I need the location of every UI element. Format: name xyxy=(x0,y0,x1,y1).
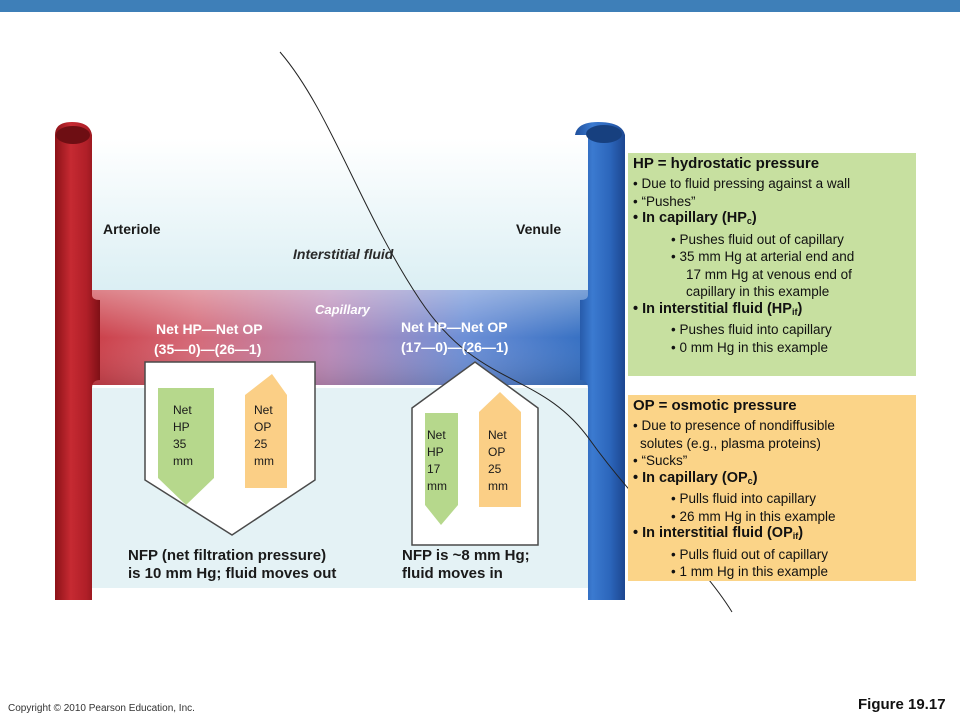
venule-label: Venule xyxy=(516,221,562,237)
arteriole-label: Arteriole xyxy=(103,221,161,237)
interstitial-fluid-upper xyxy=(90,138,590,298)
op-line: • In capillary (OPc) xyxy=(633,469,758,486)
right-op-arrow xyxy=(479,392,521,507)
hp-line: • Pushes fluid out of capillary xyxy=(671,231,844,247)
op-definition-panel: OP = osmotic pressure • Due to presence … xyxy=(628,395,916,581)
right-nfp-text: NFP is ~8 mm Hg;fluid moves in xyxy=(402,547,530,582)
copyright-notice: Copyright © 2010 Pearson Education, Inc. xyxy=(8,703,195,714)
hp-line: • In capillary (HPc) xyxy=(633,210,757,226)
op-panel-title: OP = osmotic pressure xyxy=(633,397,797,414)
op-line: • “Sucks” xyxy=(633,453,688,468)
left-net-formula: Net HP—Net OP xyxy=(156,321,263,337)
hp-line: • Pushes fluid into capillary xyxy=(671,322,832,337)
op-line: solutes (e.g., plasma proteins) xyxy=(640,435,821,451)
right-net-formula: Net HP—Net OP xyxy=(401,319,508,335)
op-line: • 26 mm Hg in this example xyxy=(671,508,836,524)
venule-vessel xyxy=(575,122,625,600)
left-hp-arrow xyxy=(158,388,214,505)
op-line: • Due to presence of nondiffusible xyxy=(633,418,835,433)
op-line: • In interstitial fluid (OPif) xyxy=(633,525,804,541)
left-op-arrow xyxy=(245,374,287,488)
hp-line: 17 mm Hg at venous end of xyxy=(686,266,852,282)
left-nfp-text: NFP (net filtration pressure)is 10 mm Hg… xyxy=(128,547,337,582)
op-line: • Pulls fluid into capillary xyxy=(671,491,817,506)
right-hp-arrow xyxy=(425,413,458,525)
figure-number: Figure 19.17 xyxy=(858,696,946,713)
hp-line: • 35 mm Hg at arterial end and xyxy=(671,249,855,264)
hp-line: capillary in this example xyxy=(686,284,830,299)
arteriole-vessel xyxy=(55,122,100,600)
hp-line: • “Pushes” xyxy=(633,193,696,209)
hp-panel-title: HP = hydrostatic pressure xyxy=(633,155,820,172)
arteriole-lumen xyxy=(56,126,90,144)
top-banner xyxy=(0,0,960,12)
op-line: • Pulls fluid out of capillary xyxy=(671,546,829,562)
hp-line: • Due to fluid pressing against a wall xyxy=(633,176,851,191)
left-net-values: (35—0)—(26—1) xyxy=(154,341,262,357)
hp-definition-panel: HP = hydrostatic pressure • Due to fluid… xyxy=(628,153,916,376)
hp-line: • In interstitial fluid (HPif) xyxy=(633,300,803,317)
venule-lumen xyxy=(586,125,622,143)
capillary-label: Capillary xyxy=(315,302,370,317)
op-line: • 1 mm Hg in this example xyxy=(671,564,829,579)
right-net-values: (17—0)—(26—1) xyxy=(401,339,509,355)
interstitial-fluid-label: Interstitial fluid xyxy=(293,246,394,262)
hp-line: • 0 mm Hg in this example xyxy=(671,339,829,355)
